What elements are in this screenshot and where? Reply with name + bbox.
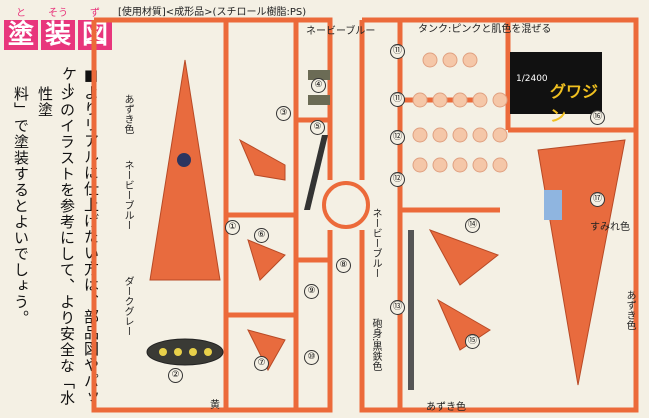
box-scale: 1/2400 bbox=[516, 74, 548, 84]
label-navy-left: ネービーブルー bbox=[122, 160, 133, 230]
part-number-15: ⑮ bbox=[465, 334, 480, 349]
part-number-3: ③ bbox=[276, 106, 291, 121]
ruby-zu: ず bbox=[90, 8, 100, 19]
label-navy-mid: ネービーブルー bbox=[370, 208, 381, 278]
part-number-16: ⑯ bbox=[590, 110, 605, 125]
part-cannon bbox=[304, 70, 330, 210]
label-azuki-right: あずき色 bbox=[624, 290, 635, 330]
materials-note: [使用材質]<成形品>(スチロール樹脂:PS) bbox=[118, 7, 307, 18]
label-dark-gray: ダークグレー bbox=[122, 276, 133, 336]
part-number-10: ⑩ bbox=[304, 350, 319, 365]
part-number-8: ⑧ bbox=[336, 258, 351, 273]
box-name: グワジン bbox=[550, 82, 599, 125]
part-number-7: ⑦ bbox=[254, 356, 269, 371]
part-number-9: ⑨ bbox=[304, 284, 319, 299]
part-number-6: ⑥ bbox=[254, 228, 269, 243]
part-violet bbox=[544, 190, 562, 220]
label-azuki-bottom: あずき色 bbox=[426, 402, 466, 413]
part-number-12a: ⑫ bbox=[390, 130, 405, 145]
part-number-13: ⑬ bbox=[390, 300, 405, 315]
title-char-to: 塗 bbox=[4, 20, 38, 50]
part-hull bbox=[149, 59, 221, 281]
ruby-sou: そう bbox=[48, 8, 68, 19]
part-number-14: ⑭ bbox=[465, 218, 480, 233]
part-tanks bbox=[412, 52, 508, 173]
instruction-line-2: ジのイラストを参考にして、より安全な「水性塗 bbox=[36, 86, 76, 406]
ruby-to: と bbox=[16, 8, 26, 19]
label-azuki-1: あずき色 bbox=[122, 94, 133, 134]
logo-box: 1/2400 グワジン bbox=[510, 52, 602, 125]
bridge-navy bbox=[177, 153, 191, 167]
barrel-row bbox=[408, 230, 414, 390]
part-number-17: ⑰ bbox=[590, 192, 605, 207]
part-number-1: ① bbox=[225, 220, 240, 235]
title-char-sou: 装 bbox=[41, 20, 75, 50]
label-violet: すみれ色 bbox=[590, 222, 630, 233]
part-number-4: ④ bbox=[311, 78, 326, 93]
part-number-12b: ⑫ bbox=[390, 172, 405, 187]
part-number-2: ② bbox=[168, 368, 183, 383]
label-tank: タンク:ピンクと肌色を混ぜる bbox=[418, 24, 552, 35]
instruction-line-3: 料」で塗装するとよいでしょう。 bbox=[12, 86, 30, 326]
label-navy-top: ネービーブルー bbox=[306, 26, 376, 37]
part-gray-plate bbox=[146, 338, 224, 366]
part-number-11a: ⑪ bbox=[390, 44, 405, 59]
label-yellow: 黄 bbox=[210, 400, 220, 411]
label-barrel: 砲身:黒鉄色 bbox=[370, 318, 381, 372]
part-number-11b: ⑪ bbox=[390, 92, 405, 107]
part-number-5: ⑤ bbox=[310, 120, 325, 135]
